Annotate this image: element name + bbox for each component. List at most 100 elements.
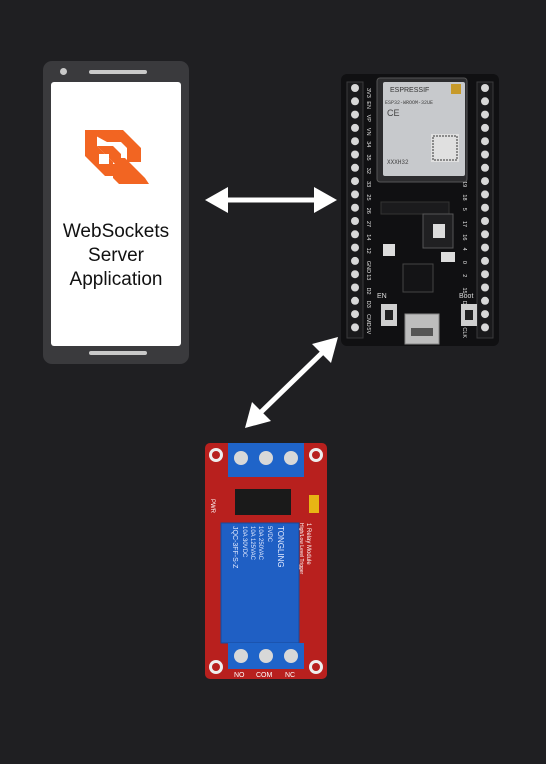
relay-model: JQC-3FF-S-Z xyxy=(231,526,238,569)
smartphone: WebSockets Server Application xyxy=(43,61,189,364)
phone-camera xyxy=(60,68,67,75)
pin-left xyxy=(351,270,359,279)
pin-right xyxy=(481,323,489,332)
pin-right xyxy=(481,123,489,132)
pin-right xyxy=(481,177,489,186)
pin-left xyxy=(351,256,359,265)
app-title-line-3: Application xyxy=(69,269,163,290)
pin-label-right: 5 xyxy=(461,208,467,211)
terminal-no-label: NO xyxy=(234,672,245,679)
pin-left xyxy=(351,230,359,239)
pin-left xyxy=(351,203,359,212)
pin-right xyxy=(481,230,489,239)
pin-right xyxy=(481,296,489,305)
phone-speaker xyxy=(89,70,147,74)
pin-label-left: D3 xyxy=(365,301,371,308)
boot-button-label: Boot xyxy=(459,293,473,300)
pin-left xyxy=(351,137,359,146)
pin-label-left: 26 xyxy=(365,208,371,214)
pin-label-right: 19 xyxy=(461,181,467,187)
pwr-label: PWR xyxy=(209,499,215,514)
pin-label-left: CMD xyxy=(365,314,371,327)
pin-right xyxy=(481,203,489,212)
relay-voltage: 5VDC xyxy=(266,526,272,543)
pin-label-left: 32 xyxy=(365,168,371,174)
pin-label-left: EN xyxy=(365,101,371,109)
pin-left xyxy=(351,84,359,92)
pin-left xyxy=(351,283,359,292)
pin-right xyxy=(481,84,489,92)
pin-left xyxy=(351,123,359,132)
websocket-logo-icon xyxy=(85,130,149,184)
pin-label-right: 16 xyxy=(461,234,467,240)
pin-left xyxy=(351,97,359,106)
relay-module: PWR TONGLING 5VDC 10A 250VAC 10A 125VAC … xyxy=(205,443,327,679)
pin-label-right: 0 xyxy=(461,261,467,264)
module-brand: ESPRESSIF xyxy=(390,87,429,94)
pin-right xyxy=(481,137,489,146)
pin-label-left: 35 xyxy=(365,155,371,161)
pin-left xyxy=(351,163,359,172)
pin-right xyxy=(481,190,489,199)
module-line-2: High/Low Level Trigger xyxy=(298,523,304,574)
pin-label-right: 4 xyxy=(461,248,467,251)
pin-label-left: 33 xyxy=(365,181,371,187)
pin-label-right: 2 xyxy=(461,274,467,277)
pin-label-right: 15 xyxy=(461,288,467,294)
pin-left xyxy=(351,217,359,225)
pin-label-right: CLK xyxy=(461,327,467,338)
app-title-line-1: WebSockets xyxy=(62,221,170,242)
phone-home-bar xyxy=(89,351,147,355)
pin-left xyxy=(351,150,359,159)
arrow-phone-esp32 xyxy=(205,187,337,213)
pin-left xyxy=(351,243,359,252)
pin-left xyxy=(351,323,359,332)
terminal-nc-label: NC xyxy=(285,672,295,679)
arrow-esp32-relay xyxy=(245,337,338,428)
pin-label-left: 5V xyxy=(365,327,371,334)
pin-label-left: 27 xyxy=(365,221,371,227)
pin-label-left: D2 xyxy=(365,288,371,295)
module-line-1: 1 Relay Module xyxy=(305,523,311,565)
pin-label-left: 14 xyxy=(365,234,371,240)
en-button-label: EN xyxy=(377,293,387,300)
relay-rating-1: 10A 250VAC xyxy=(257,526,263,561)
relay-rating-2: 10A 125VAC xyxy=(249,526,255,561)
pin-left xyxy=(351,296,359,305)
pin-right xyxy=(481,110,489,119)
phone-screen: WebSockets Server Application xyxy=(51,82,181,346)
pin-label-left: VN xyxy=(365,128,371,136)
esp32-board: 3V3GNDEN23VP22VNTX34RX352132GND331925182… xyxy=(341,74,499,346)
relay-brand: TONGLING xyxy=(276,526,285,568)
pin-right xyxy=(481,97,489,106)
relay-rating-3: 10A 30VDC xyxy=(241,526,247,558)
pin-label-left: 25 xyxy=(365,194,371,200)
module-name: ESP32-WROOM-32UE xyxy=(385,100,433,106)
pin-label-left: 34 xyxy=(365,141,371,147)
module-chip-label: XXXH32 xyxy=(387,159,409,166)
pin-label-left: VP xyxy=(365,115,371,123)
svg-text:CE: CE xyxy=(387,108,400,118)
pin-label-right: 18 xyxy=(461,194,467,200)
pin-label-left: 13 xyxy=(365,274,371,280)
pin-right xyxy=(481,310,489,319)
pin-label-right: 17 xyxy=(461,221,467,227)
pin-right xyxy=(481,217,489,225)
pin-label-left: GND xyxy=(365,261,371,273)
pin-left xyxy=(351,110,359,119)
pin-label-left: 3V3 xyxy=(365,88,371,98)
pin-right xyxy=(481,283,489,292)
pin-right xyxy=(481,270,489,279)
pin-right xyxy=(481,150,489,159)
pin-left xyxy=(351,190,359,199)
pin-right xyxy=(481,256,489,265)
pin-right xyxy=(481,163,489,172)
pin-left xyxy=(351,177,359,186)
pin-label-left: 12 xyxy=(365,248,371,254)
app-title-line-2: Server xyxy=(88,245,144,266)
app-title: WebSockets Server Application xyxy=(51,220,181,292)
pin-left xyxy=(351,310,359,319)
terminal-com-label: COM xyxy=(256,672,273,679)
